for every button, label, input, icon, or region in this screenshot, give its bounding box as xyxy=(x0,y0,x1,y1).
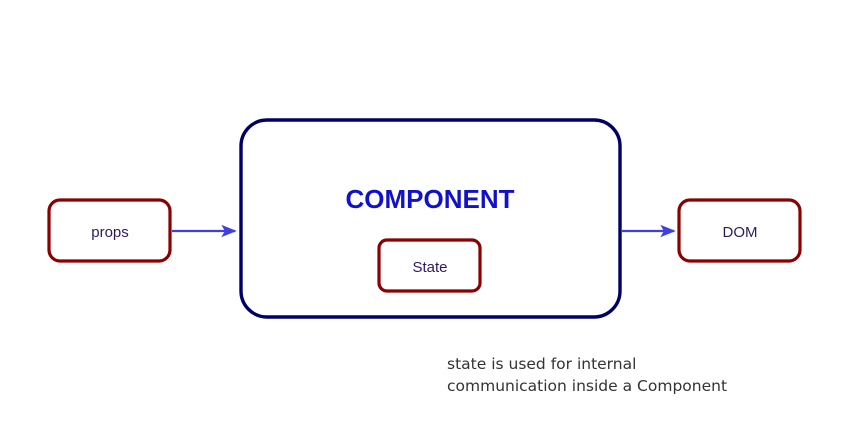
caption-line-1: state is used for internal xyxy=(447,355,636,373)
caption-line-2: communication inside a Component xyxy=(447,377,727,395)
dom-node-box xyxy=(677,198,802,263)
dom-node-label: DOM xyxy=(723,224,758,241)
caption: state is used for internal communication… xyxy=(447,355,727,395)
component-node[interactable]: COMPONENT xyxy=(239,118,622,319)
props-node-box xyxy=(47,198,172,263)
component-node-label: COMPONENT xyxy=(346,184,515,214)
state-node-label: State xyxy=(412,259,447,276)
component-node-box xyxy=(239,118,622,319)
props-node[interactable]: props xyxy=(47,198,172,263)
state-node[interactable]: State xyxy=(377,238,482,293)
dom-node[interactable]: DOM xyxy=(677,198,802,263)
props-node-label: props xyxy=(91,224,129,241)
state-node-box xyxy=(377,238,482,293)
